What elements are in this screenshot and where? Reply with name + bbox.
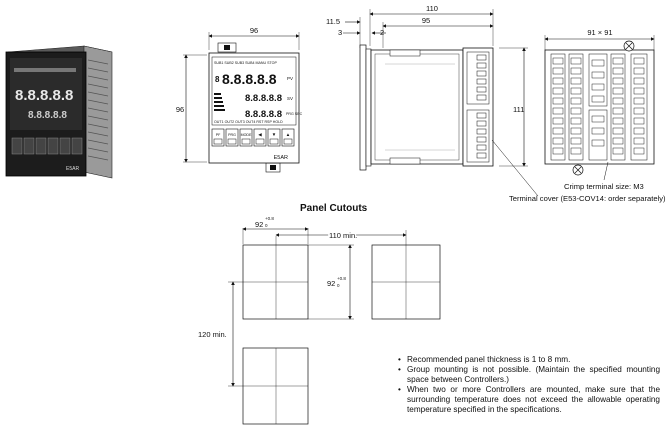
- front-key-mode: MODE: [241, 133, 252, 137]
- dim-front-height: 96: [176, 105, 184, 114]
- cutout-height-tolerance: +0.8: [337, 276, 346, 281]
- panel-cutouts-title: Panel Cutouts: [300, 203, 368, 214]
- dim-bezel-b: 2: [380, 28, 384, 37]
- front-key-pf: PF: [216, 133, 221, 137]
- note-item: When two or more Controllers are mounted…: [398, 385, 660, 415]
- spacing-horizontal: 110 min.: [329, 231, 357, 240]
- cutout-width-tolerance-low: 0: [265, 223, 268, 228]
- front-key-shift: ◀: [258, 132, 262, 137]
- photo-model-label: E5AR: [66, 166, 79, 172]
- dim-bezel-offset: 11.5: [326, 17, 340, 26]
- product-photo: 8.8.8.8.8 8.8.8.8.8 E5AR: [5, 45, 113, 179]
- front-pv-digits: 8.8.8.8.8: [222, 71, 277, 87]
- cutout-height-tolerance-low: 0: [337, 283, 340, 288]
- front-model-label: E5AR: [274, 155, 288, 161]
- front-sv-label: SV: [287, 96, 293, 101]
- front-pv-label: PV: [287, 76, 293, 81]
- front-key-down: ▼: [272, 132, 276, 137]
- dim-side-height: 111: [513, 105, 524, 114]
- front-top-indicators: SUB1 SUB2 SUB3 SUB4 MANU STOP: [214, 61, 277, 65]
- mounting-notes: Recommended panel thickness is 1 to 8 mm…: [398, 355, 660, 415]
- front-ch-digit: 8: [215, 75, 220, 84]
- cutout-width-tolerance: +0.8: [265, 216, 274, 221]
- front-mv-digits: 8.8.8.8.8: [245, 109, 282, 120]
- terminal-cover-callout: Terminal cover (E53-COV14: order separat…: [509, 194, 666, 203]
- rear-view: 91 × 91: [544, 28, 655, 181]
- panel-cutout-drawing: 92 +0.8 0 110 min. 92 +0.8 0 120 min.: [197, 216, 441, 425]
- front-view: 96 96 SUB1 SUB2 SUB3 SUB4 MANU STOP 8.8.…: [176, 26, 303, 173]
- spacing-vertical: 120 min.: [198, 330, 227, 339]
- front-key-prg: PRG: [228, 133, 236, 137]
- note-item: Group mounting is not possible. (Maintai…: [398, 365, 660, 385]
- dim-body-depth: 95: [422, 16, 430, 25]
- dim-depth: 110: [426, 4, 438, 13]
- cutout-width-label: 92: [255, 220, 263, 229]
- crimp-terminal-callout: Crimp terminal size: M3: [564, 182, 644, 191]
- cutout-height-label: 92: [327, 279, 335, 288]
- front-mv-label: PRG SEC: [286, 112, 303, 116]
- note-item: Recommended panel thickness is 1 to 8 mm…: [398, 355, 660, 365]
- front-bottom-indicators: OUT1 OUT2 OUT3 OUT4 RST RSP HOLD: [214, 120, 283, 124]
- dim-rear-size: 91 × 91: [587, 28, 612, 37]
- photo-sv-digits: 8.8.8.8.8: [28, 110, 67, 121]
- photo-pv-digits: 8.8.8.8.8: [15, 87, 73, 104]
- side-view: 110 95 11.5 3 2: [326, 4, 539, 197]
- dim-bezel-a: 3: [338, 28, 342, 37]
- dim-front-width: 96: [250, 26, 258, 35]
- front-key-up: ▲: [286, 132, 290, 137]
- front-sv-digits: 8.8.8.8.8: [245, 93, 282, 104]
